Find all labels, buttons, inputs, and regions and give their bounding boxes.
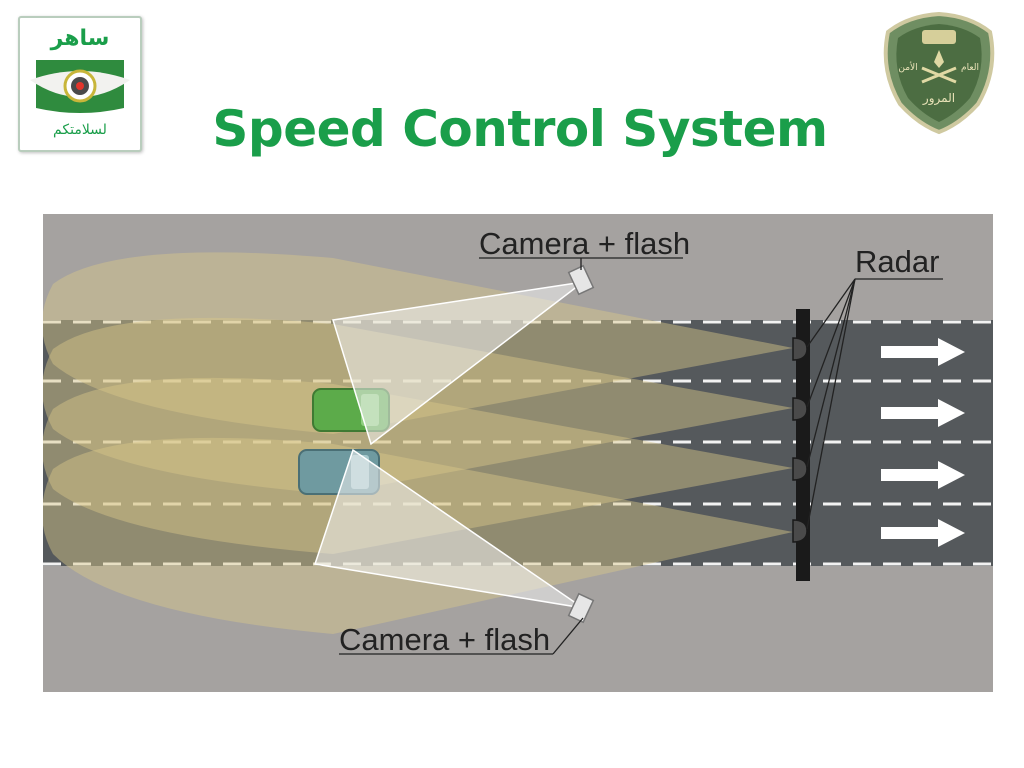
radar-beam — [43, 377, 793, 554]
camera-flash-cones — [314, 281, 584, 609]
crossed-swords-icon — [921, 66, 957, 84]
lane-markings — [43, 320, 993, 566]
camera-bottom-label: Camera + flash — [339, 622, 550, 657]
slide-title: Speed Control System — [212, 100, 828, 158]
radar-sensor-icon — [792, 337, 808, 361]
leader-line — [552, 617, 584, 655]
emblem-text-bottom: المرور — [922, 91, 955, 106]
right-arrow-icon — [881, 399, 965, 427]
saher-logo: ساهر لسلامتكم — [18, 16, 142, 152]
emblem-text-left: الأمن — [898, 61, 917, 73]
saher-logo-graphic — [30, 60, 130, 113]
speed-control-diagram: Camera + flash Radar Camera + flash — [43, 214, 993, 692]
traffic-police-emblem: الأمن العام المرور — [883, 11, 995, 135]
radar-sensor-icon — [792, 397, 808, 421]
saher-logo-slogan: لسلامتكم — [53, 122, 107, 138]
right-arrow-icon — [881, 519, 965, 547]
leader-line — [806, 278, 856, 408]
crown-icon — [922, 30, 956, 44]
leader-line — [806, 278, 856, 530]
direction-arrows — [881, 338, 965, 547]
camera-bottom-flash-cone — [314, 448, 584, 609]
emblem-text-right: العام — [961, 63, 979, 73]
camera-bottom-icon — [567, 592, 595, 624]
camera-leader-lines — [339, 257, 683, 655]
leader-line — [806, 278, 856, 348]
emblem-inner-shield — [896, 24, 982, 122]
camera-top-flash-cone — [332, 281, 584, 446]
camera-top-label: Camera + flash — [479, 226, 690, 261]
saher-logo-name: ساهر — [50, 26, 110, 51]
cameras — [567, 264, 595, 624]
right-arrow-icon — [881, 338, 965, 366]
camera-top-icon — [567, 264, 595, 296]
radar-sensor-icon — [792, 457, 808, 481]
radar-sensor-icon — [792, 519, 808, 543]
right-arrow-icon — [881, 461, 965, 489]
leader-line — [806, 278, 856, 468]
lens-red-dot-icon — [76, 82, 84, 90]
radar-leader-lines — [806, 278, 943, 530]
radar-units — [792, 337, 808, 543]
palm-icon — [934, 50, 944, 68]
radar-mast — [796, 309, 810, 581]
radar-label: Radar — [855, 244, 939, 279]
